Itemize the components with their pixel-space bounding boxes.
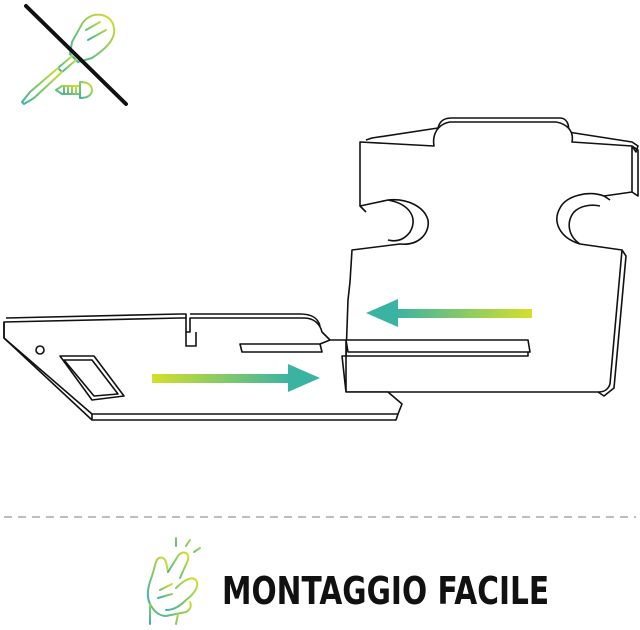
slide-left-arrow [366,299,532,327]
insert-right-arrow [152,364,320,392]
hand-snap-fingers-icon [146,537,201,625]
prohibited-strike-line [24,4,128,106]
caption-text: MONTAGGIO FACILE [222,569,549,614]
upright-panel [345,117,639,397]
base-plate [3,313,403,421]
screw-icon [55,81,93,99]
screwdriver-icon [21,13,116,105]
no-tools-icon [21,4,128,106]
